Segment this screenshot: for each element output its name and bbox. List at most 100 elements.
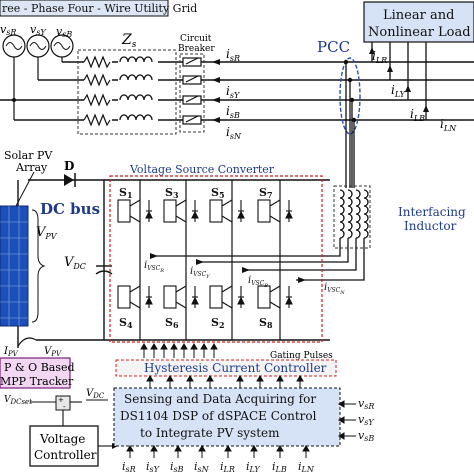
vsc-dashed-box <box>109 175 323 343</box>
iln-label: iLN <box>440 117 457 133</box>
svg-text:-: - <box>63 403 66 411</box>
grid-current-arrows <box>212 59 220 123</box>
load-title-2: Nonlinear Load <box>368 25 471 40</box>
isr-label: isR <box>226 47 240 63</box>
pcc-ellipse <box>339 57 361 135</box>
inductor-label-2: Inductor <box>404 219 457 233</box>
interfacing-inductor-coils <box>339 189 369 239</box>
s2-label: S2 <box>211 316 225 330</box>
vsr-label: vsR <box>0 23 16 37</box>
ipv-label: IPV <box>3 346 19 358</box>
vc-label-2: Controller <box>34 448 97 462</box>
mppt-label-2: MPP Tracker <box>0 375 74 388</box>
vc-label-1: Voltage <box>39 432 85 446</box>
vsc-legs <box>139 180 281 340</box>
load-title-1: Linear and <box>383 8 454 23</box>
vsr-input-label: vsR <box>358 397 374 411</box>
dsp-current-inputs <box>126 445 310 458</box>
b-iln-label: iLN <box>298 460 315 474</box>
breaker-label-1: Circuit <box>180 34 212 44</box>
breaker-dashed-box <box>179 53 205 133</box>
switch-s7 <box>257 199 293 223</box>
svg-text:+: + <box>58 396 64 404</box>
dcbus-label: DC bus <box>40 200 100 218</box>
s7-label: S7 <box>259 186 273 200</box>
dsp-to-hcc-arrows <box>146 375 304 388</box>
impedance-y <box>83 73 158 87</box>
grid-title-box <box>0 0 169 17</box>
ilr-label: iLR <box>372 49 387 65</box>
vsc-current-arrows <box>150 253 306 283</box>
pcc-drops <box>345 62 355 188</box>
inductor-label-1: Interfacing <box>398 205 466 219</box>
vsb-label: vsB <box>56 25 72 39</box>
impedance-n <box>83 113 158 127</box>
switch-s2 <box>209 285 245 309</box>
impedance-r <box>83 55 158 69</box>
ivscy-label: iVSCY <box>190 266 210 280</box>
grid-title: ree - Phase Four - Wire Utility Grid <box>2 2 197 15</box>
s4-label: S4 <box>119 316 133 330</box>
s3-label: S3 <box>165 186 179 200</box>
dsp-voltage-inputs <box>338 400 356 440</box>
load-feeders <box>371 42 427 120</box>
switch-s5 <box>209 199 245 223</box>
switch-s4 <box>117 285 153 309</box>
breaker-label-2: Breaker <box>178 44 215 54</box>
vpv2-label: VPV <box>44 346 62 358</box>
ivscb-label: iVSCB <box>248 275 268 289</box>
switch-s8 <box>257 285 293 309</box>
ily-label: iLY <box>391 83 406 99</box>
dc-capacitor <box>95 265 113 275</box>
dsp-label-2: DS1104 DSP of dSPACE Control <box>120 409 317 423</box>
switch-s1 <box>117 199 153 223</box>
b-isy-label: isY <box>146 460 160 474</box>
hcc-label: Hysteresis Current Controller <box>144 361 327 375</box>
zs-dashed-box <box>77 49 177 135</box>
dsp-label-3: to Integrate PV system <box>140 426 280 440</box>
pv-label-1: Solar PV <box>4 149 53 162</box>
source-y <box>26 34 50 58</box>
gating-pulse-arrows <box>140 343 218 358</box>
mppt-label-1: P & O Based <box>4 361 75 374</box>
dsp-label-1: Sensing and Data Acquiring for <box>124 392 316 406</box>
load-current-arrows <box>369 47 429 112</box>
mppt-box <box>0 357 71 389</box>
impedance-b <box>83 93 158 107</box>
vpv-label: VPV <box>36 225 58 241</box>
ivscr-label: iVSCR <box>144 260 164 274</box>
pcc-label: PCC <box>317 38 350 56</box>
s1-label: S1 <box>119 186 133 200</box>
voltage-controller-box <box>29 425 99 467</box>
isb-label: isB <box>226 104 240 120</box>
isy-label: isY <box>226 84 240 100</box>
s6-label: S6 <box>165 316 179 330</box>
s5-label: S5 <box>211 186 225 200</box>
b-isr-label: isR <box>122 460 136 474</box>
b-isb-label: isB <box>170 460 184 474</box>
gating-label: Gating Pulses <box>270 351 333 361</box>
switch-s3 <box>163 199 199 223</box>
source-r <box>2 34 26 58</box>
breaker-switches <box>182 57 202 125</box>
vdc-label: VDC <box>64 255 86 271</box>
b-ilr-label: iLR <box>220 460 235 474</box>
b-isn-label: isN <box>194 460 210 474</box>
solar-panel <box>0 205 29 327</box>
vsy-label: vsY <box>30 23 46 37</box>
ilb-label: iLB <box>410 107 425 123</box>
diode-label: D <box>64 159 74 173</box>
vsc-output-lines <box>156 238 365 281</box>
switch-s6 <box>163 285 199 309</box>
isn-label: isN <box>226 125 242 141</box>
vdcset-label: VDCset <box>4 395 32 406</box>
vsc-title: Voltage Source Converter <box>129 163 275 176</box>
b-ily-label: iLY <box>246 460 260 474</box>
pv-label-2: Array <box>15 161 48 174</box>
vsb-input-label: vsB <box>358 429 374 443</box>
vdc2-label: VDC <box>86 388 105 400</box>
diode <box>64 173 76 187</box>
load-box <box>363 1 474 43</box>
